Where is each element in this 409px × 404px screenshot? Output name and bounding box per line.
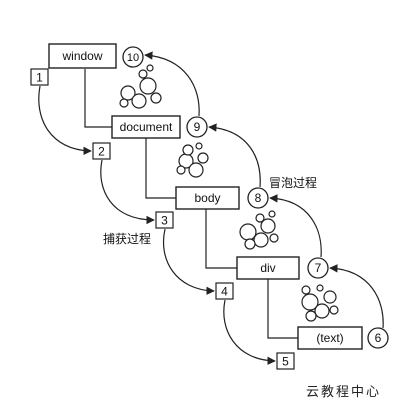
node-window: window: [48, 43, 117, 69]
capture-arrows: [38, 85, 276, 365]
bubble-step-9-label: 9: [194, 120, 201, 134]
capture-step-5-label: 5: [282, 355, 289, 369]
node-body: body: [175, 186, 240, 210]
bubble-step-8-label: 8: [255, 191, 262, 205]
bubble-step-7-label: 7: [315, 261, 322, 275]
node-text-label: (text): [316, 331, 343, 345]
tree-connectors: [84, 69, 298, 339]
node-document-label: document: [120, 120, 173, 134]
capture-step-1: 1: [30, 68, 49, 86]
node-body-label: body: [194, 191, 220, 205]
bubble-step-6: 6: [367, 327, 389, 349]
capture-step-3: 3: [155, 211, 174, 229]
bubble-phase-label: 冒泡过程: [269, 175, 317, 190]
bubble-step-10: 10: [122, 46, 144, 68]
capture-step-1-label: 1: [36, 71, 43, 85]
capture-step-2-label: 2: [98, 145, 105, 159]
bubble-step-8: 8: [247, 187, 269, 209]
bubble-step-7: 7: [307, 257, 329, 279]
bubble-cluster-4: [301, 284, 339, 322]
node-div-label: div: [260, 261, 275, 275]
watermark-text: 云教程中心: [306, 384, 381, 400]
capture-step-5: 5: [276, 352, 295, 370]
capture-step-3-label: 3: [161, 214, 168, 228]
capture-step-2: 2: [92, 142, 111, 160]
bubble-cluster-2: [176, 142, 209, 178]
node-text: (text): [297, 326, 363, 350]
capture-step-4: 4: [215, 282, 234, 300]
bubble-cluster-1: [119, 64, 162, 109]
node-div: div: [236, 256, 300, 280]
bubble-step-9: 9: [186, 116, 208, 138]
bubble-arrows: [144, 51, 384, 329]
bubble-step-10-label: 10: [127, 52, 139, 64]
bubble-cluster-3: [239, 210, 279, 250]
node-document: document: [111, 115, 181, 139]
bubble-step-6-label: 6: [375, 331, 382, 345]
capture-step-4-label: 4: [221, 285, 228, 299]
node-window-label: window: [61, 49, 102, 63]
capture-phase-label: 捕获过程: [103, 231, 151, 246]
